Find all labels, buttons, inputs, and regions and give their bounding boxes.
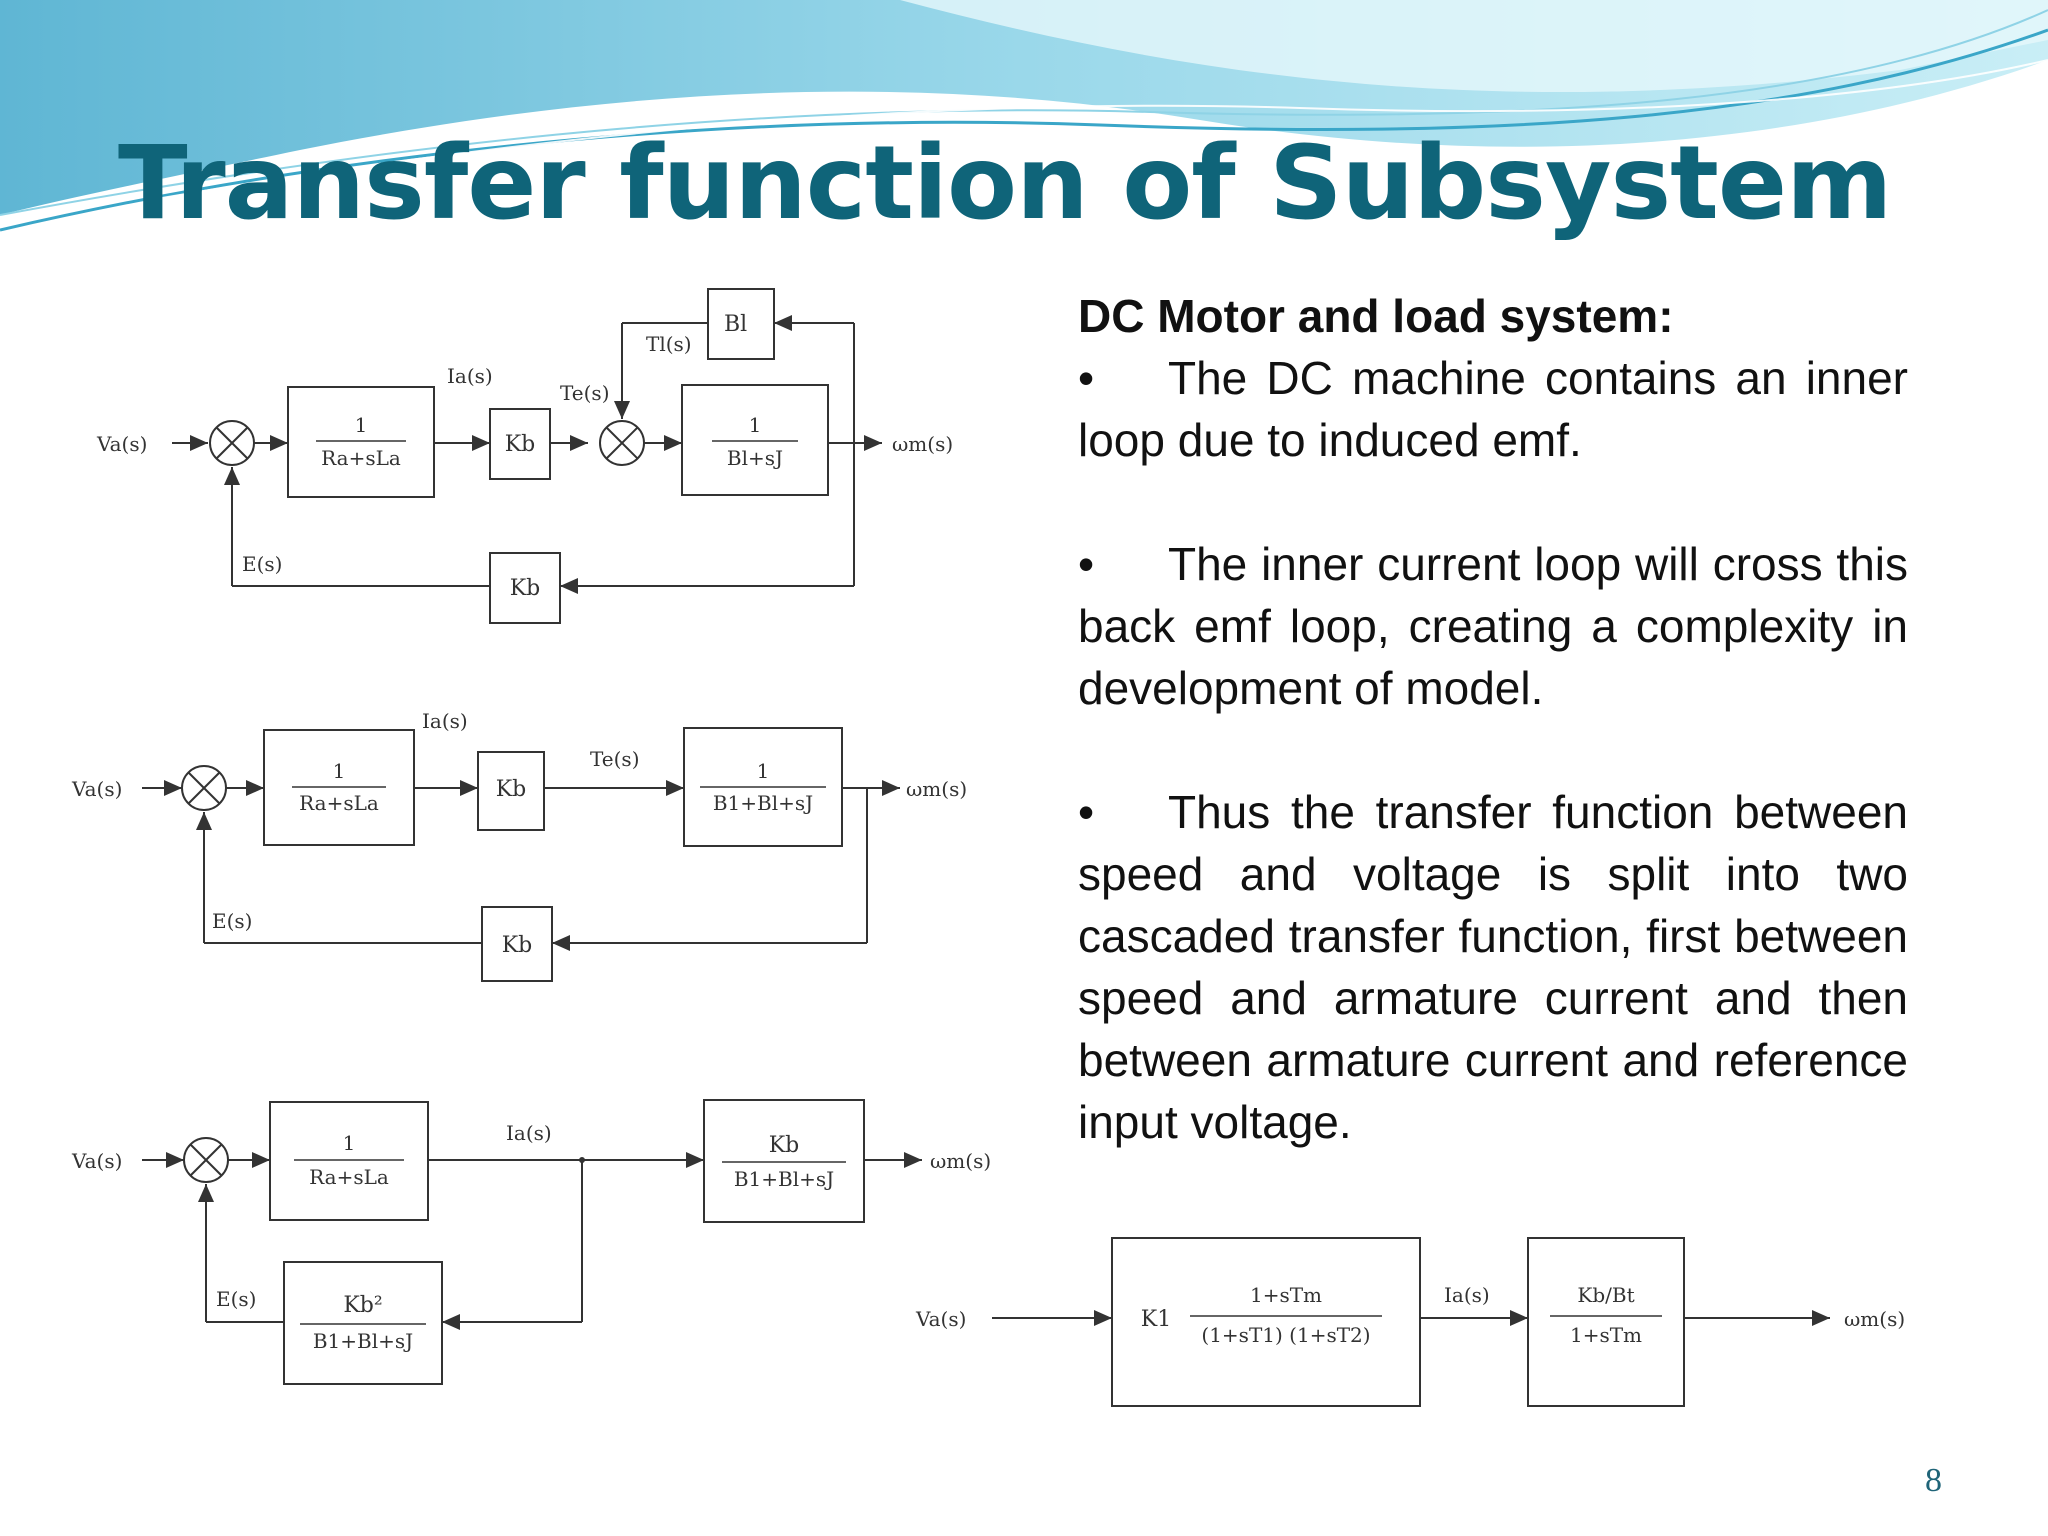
label-tl: Tl(s) xyxy=(646,332,692,356)
diagram-full-motor-model: Va(s) Ia(s) Te(s) Tl(s) Bl E(s) ωm(s) 1 … xyxy=(96,288,952,624)
g1-denominator: Ra+sLa xyxy=(309,1165,389,1189)
page-number: 8 xyxy=(1925,1462,1942,1499)
diagram-cascaded-transfer-functions: Va(s) Ia(s) ωm(s) K1 1+sTm (1+sT1) (1+sT… xyxy=(915,1237,1905,1407)
bullet-2: •The inner current loop will cross this … xyxy=(1078,533,1908,719)
bullet-2-text: The inner current loop will cross this b… xyxy=(1078,538,1908,714)
label-wm: ωm(s) xyxy=(930,1149,991,1173)
bullet-glyph: • xyxy=(1078,786,1095,838)
text-heading: DC Motor and load system: xyxy=(1078,290,1674,342)
label-va: Va(s) xyxy=(915,1307,966,1331)
g1-numerator: 1 xyxy=(333,759,346,783)
label-es: E(s) xyxy=(216,1287,256,1311)
g2-denominator: 1+sTm xyxy=(1570,1323,1642,1347)
kb-forward: Kb xyxy=(505,432,536,457)
bullet-3: •Thus the transfer function between spee… xyxy=(1078,781,1908,1153)
kb-feedback: Kb xyxy=(510,576,541,601)
g2-numerator: Kb xyxy=(769,1133,800,1158)
g2-denominator: B1+Bl+sJ xyxy=(713,791,813,815)
kb-feedback: Kb xyxy=(502,933,533,958)
diagram-current-loop-model: Va(s) Ia(s) E(s) ωm(s) 1 Ra+sLa Kb B1+Bl… xyxy=(71,1099,991,1385)
label-es: E(s) xyxy=(212,909,252,933)
text-panel: DC Motor and load system: •The DC machin… xyxy=(1078,285,1908,1153)
bullet-1: •The DC machine contains an inner loop d… xyxy=(1078,347,1908,471)
label-wm: ωm(s) xyxy=(1844,1307,1905,1331)
label-ia: Ia(s) xyxy=(447,364,493,388)
label-va: Va(s) xyxy=(71,1149,122,1173)
g1-numerator: 1 xyxy=(343,1131,356,1155)
label-es: E(s) xyxy=(242,552,282,576)
bullet-3-text: Thus the transfer function between speed… xyxy=(1078,786,1908,1148)
label-wm: ωm(s) xyxy=(892,432,952,456)
diagram-combined-friction-model: Va(s) Ia(s) Te(s) E(s) ωm(s) 1 Ra+sLa Kb… xyxy=(71,709,967,982)
label-ia: Ia(s) xyxy=(506,1121,552,1145)
bullet-glyph: • xyxy=(1078,538,1095,590)
bullet-glyph: • xyxy=(1078,352,1095,404)
g1-numerator: 1 xyxy=(355,413,368,437)
g2-numerator: 1 xyxy=(757,759,770,783)
label-te: Te(s) xyxy=(560,381,610,405)
label-wm: ωm(s) xyxy=(906,777,967,801)
label-va: Va(s) xyxy=(71,777,122,801)
label-te: Te(s) xyxy=(590,747,640,771)
header-wave-decoration xyxy=(0,0,2048,232)
slide-title: Transfer function of Subsystem xyxy=(118,124,1892,243)
feedback-numerator: Kb² xyxy=(343,1293,382,1318)
label-ia: Ia(s) xyxy=(1444,1283,1490,1307)
label-va: Va(s) xyxy=(96,432,147,456)
g2-numerator: 1 xyxy=(749,413,762,437)
kb-forward: Kb xyxy=(496,777,527,802)
gain-k1: K1 xyxy=(1141,1307,1171,1332)
label-bl: Bl xyxy=(724,312,747,337)
g1-numerator: 1+sTm xyxy=(1250,1283,1322,1307)
feedback-denominator: B1+Bl+sJ xyxy=(313,1329,413,1353)
label-ia: Ia(s) xyxy=(422,709,468,733)
g1-denominator: Ra+sLa xyxy=(321,446,401,470)
g2-numerator: Kb/Bt xyxy=(1577,1283,1634,1307)
g1-denominator: Ra+sLa xyxy=(299,791,379,815)
bullet-1-text: The DC machine contains an inner loop du… xyxy=(1078,352,1908,466)
g2-denominator: B1+Bl+sJ xyxy=(734,1167,834,1191)
g2-denominator: Bl+sJ xyxy=(727,446,783,470)
g1-denominator: (1+sT1) (1+sT2) xyxy=(1201,1323,1370,1347)
